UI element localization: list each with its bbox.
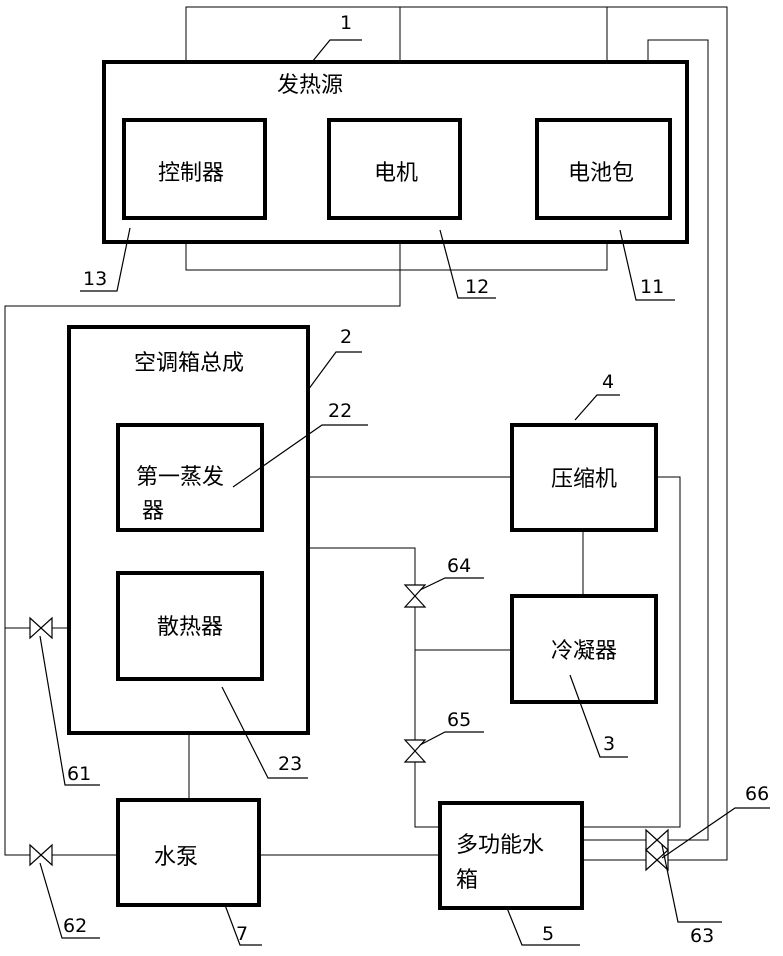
ref-63: 63	[690, 925, 714, 947]
ref-62: 62	[63, 915, 87, 937]
leader-63	[662, 845, 722, 922]
leader-1	[312, 40, 362, 62]
leader-66	[662, 808, 770, 858]
evaporator-label-line1: 第一蒸发	[136, 465, 224, 490]
radiator-label: 散热器	[157, 615, 223, 640]
ref-61: 61	[67, 763, 91, 785]
valve-63-icon	[646, 830, 668, 850]
compressor-label: 压缩机	[551, 467, 617, 492]
motor-label: 电机	[374, 161, 418, 186]
water-pump-label: 水泵	[154, 845, 198, 870]
pipe-valve65-tank	[415, 762, 440, 827]
ref-4: 4	[602, 371, 614, 393]
leader-64	[420, 578, 484, 590]
ref-66: 66	[745, 783, 769, 805]
controller-label: 控制器	[158, 161, 224, 186]
leader-2	[308, 352, 362, 390]
ref-3: 3	[603, 733, 615, 755]
leader-65	[420, 732, 484, 745]
tank-label-line2: 箱	[456, 868, 478, 893]
leader-4	[575, 395, 620, 420]
ref-13: 13	[83, 268, 107, 290]
ref-5: 5	[542, 923, 554, 945]
ref-2: 2	[340, 326, 352, 348]
ref-64: 64	[447, 555, 471, 577]
tank-label-line1: 多功能水	[456, 833, 544, 858]
ref-1: 1	[340, 12, 352, 34]
ref-11: 11	[640, 276, 664, 298]
valve-62-icon	[30, 845, 52, 865]
valve-64-icon	[405, 585, 425, 607]
condenser-label: 冷凝器	[551, 639, 617, 664]
ref-23: 23	[278, 753, 302, 775]
ref-22: 22	[328, 400, 352, 422]
ref-7: 7	[236, 923, 248, 945]
ref-65: 65	[447, 709, 471, 731]
evaporator-label-line2: 器	[142, 499, 164, 524]
valve-61-icon	[30, 618, 52, 638]
battery-pack-label: 电池包	[568, 161, 634, 186]
hvac-assembly-label: 空调箱总成	[134, 351, 244, 376]
ref-12: 12	[465, 276, 489, 298]
heat-source-label: 发热源	[277, 73, 343, 98]
